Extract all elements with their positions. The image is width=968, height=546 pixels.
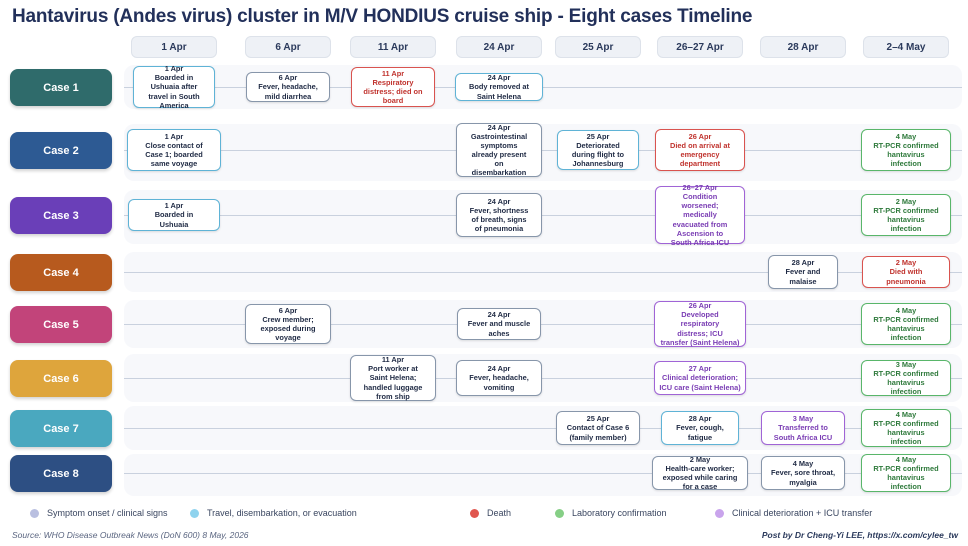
source-note: Source: WHO Disease Outbreak News (DoN 6… [12,530,249,540]
timeline-event: 25 Apr Contact of Case 6 (family member) [556,411,640,445]
column-header: 26–27 Apr [657,36,743,58]
timeline-event: 11 Apr Respiratory distress; died on boa… [351,67,435,107]
case-label: Case 7 [10,410,112,447]
timeline-event: 3 May RT-PCR confirmed hantavirus infect… [861,360,951,396]
legend-label: Travel, disembarkation, or evacuation [207,508,357,518]
timeline-event: 1 Apr Close contact of Case 1; boarded s… [127,129,221,171]
case-label: Case 8 [10,455,112,492]
timeline-event: 11 Apr Port worker at Saint Helena; hand… [350,355,436,401]
row-timeline-line [124,150,962,151]
author-credit: Post by Dr Cheng-Yi LEE, https://x.com/c… [761,530,958,540]
column-header: 6 Apr [245,36,331,58]
row-timeline-line [124,215,962,216]
timeline-event: 4 May RT-PCR confirmed hantavirus infect… [861,409,951,447]
case-label: Case 5 [10,306,112,343]
row-band [124,124,962,181]
case-label: Case 3 [10,197,112,234]
timeline-event: 28 Apr Fever, cough, fatigue [661,411,739,445]
legend-label: Clinical deterioration + ICU transfer [732,508,873,518]
timeline-event: 24 Apr Fever, shortness of breath, signs… [456,193,542,237]
timeline-event: 3 May Transferred to South Africa ICU [761,411,845,445]
case-label: Case 4 [10,254,112,291]
timeline-event: 24 Apr Body removed at Saint Helena [455,73,543,101]
timeline-event: 2 May Died with pneumonia [862,256,950,288]
timeline-event: 6 Apr Fever, headache, mild diarrhea [246,72,330,102]
timeline-event: 4 May Fever, sore throat, myalgia [761,456,845,490]
legend-dot-icon [470,508,479,518]
legend-item: Death [470,506,511,520]
row-timeline-line [124,272,962,273]
page-title: Hantavirus (Andes virus) cluster in M/V … [12,6,753,27]
row-timeline-line [124,473,962,474]
timeline-event: 6 Apr Crew member; exposed during voyage [245,304,331,344]
row-timeline-line [124,378,962,379]
column-header: 11 Apr [350,36,436,58]
timeline-event: 2 May RT-PCR confirmed hantavirus infect… [861,194,951,236]
timeline-event: 4 May RT-PCR confirmed hantavirus infect… [861,129,951,171]
row-band [124,190,962,244]
timeline-event: 25 Apr Deteriorated during flight to Joh… [557,130,639,170]
timeline-event: 4 May RT-PCR confirmed hantavirus infect… [861,303,951,345]
timeline-event: 2 May Health-care worker; exposed while … [652,455,748,491]
timeline-event: 26–27 Apr Condition worsened; medically … [655,183,745,247]
legend-dot-icon [30,508,39,518]
timeline-event: 1 Apr Boarded in Ushuaia after travel in… [133,64,215,110]
column-header: 28 Apr [760,36,846,58]
legend-label: Death [487,508,512,518]
legend-dot-icon [715,508,724,518]
timeline-event: 24 Apr Fever, headache, vomiting [456,360,542,396]
row-timeline-line [124,324,962,325]
timeline-event: 26 Apr Developed respiratory distress; I… [654,301,746,347]
column-header: 24 Apr [456,36,542,58]
legend-label: Laboratory confirmation [572,508,667,518]
timeline-event: 27 Apr Clinical deterioration; ICU care … [654,361,746,395]
row-timeline-line [124,428,962,429]
case-label: Case 2 [10,132,112,169]
timeline-event: 24 Apr Fever and muscle aches [457,308,541,340]
legend-dot-icon [555,508,564,518]
timeline-event: 1 Apr Boarded in Ushuaia [128,199,220,231]
row-timeline-line [124,87,962,88]
case-label: Case 6 [10,360,112,397]
timeline-event: 24 Apr Gastrointestinal symptoms already… [456,123,542,177]
timeline-event: 28 Apr Fever and malaise [768,255,838,289]
legend-item: Clinical deterioration + ICU transfer [715,506,872,520]
legend-label: Symptom onset / clinical signs [47,508,168,518]
timeline-event: 26 Apr Died on arrival at emergency depa… [655,129,745,171]
timeline-event: 4 May RT-PCR confirmed hantavirus infect… [861,454,951,492]
legend-item: Laboratory confirmation [555,506,667,520]
column-header: 25 Apr [555,36,641,58]
legend-item: Travel, disembarkation, or evacuation [190,506,357,520]
column-header: 2–4 May [863,36,949,58]
legend-item: Symptom onset / clinical signs [30,506,168,520]
legend-dot-icon [190,508,199,518]
case-label: Case 1 [10,69,112,106]
column-header: 1 Apr [131,36,217,58]
